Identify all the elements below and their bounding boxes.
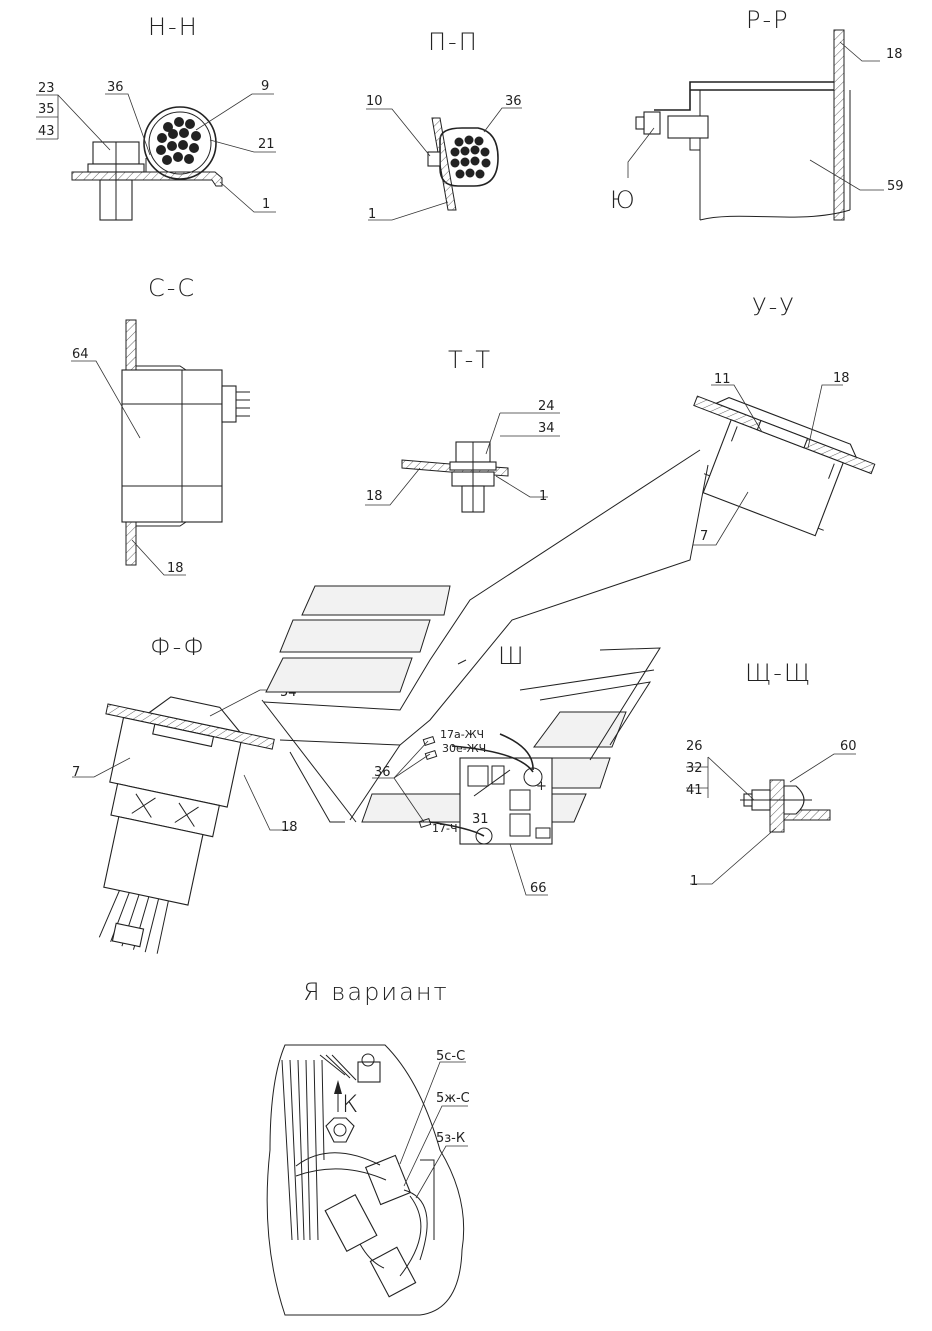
section-uu-title: У-У <box>752 293 796 321</box>
wire-label-30e: 30е-ЖЧ <box>442 742 486 755</box>
tt-label-18: 18 <box>366 489 383 504</box>
section-nn-title: Н-Н <box>148 13 199 41</box>
variant-label-5s: 5с-С <box>436 1049 465 1064</box>
rr-component <box>699 90 851 221</box>
center-label-plus: + <box>536 779 547 794</box>
ss-switch-body <box>121 369 223 523</box>
uu-label-11: 11 <box>714 372 731 387</box>
tt-label-1: 1 <box>539 489 547 504</box>
center-label-31: 31 <box>472 812 489 827</box>
nn-clamp <box>143 106 217 180</box>
nn-label-23: 23 <box>38 81 55 96</box>
section-ss: С-С 64 18 <box>71 274 250 576</box>
nn-plate <box>71 171 223 187</box>
pp-label-1: 1 <box>368 207 376 222</box>
ss-connector <box>221 385 237 423</box>
ff-plug <box>103 816 204 906</box>
variant-view: Я вариант К 5с-С 5ж-С 5з-К <box>266 978 470 1316</box>
nn-label-1: 1 <box>262 197 270 212</box>
indicator-window-1 <box>301 585 451 616</box>
sch-label-60: 60 <box>840 739 857 754</box>
connector-5z <box>369 1246 417 1298</box>
ss-label-64: 64 <box>72 347 89 362</box>
nn-wire-bundle <box>156 117 201 165</box>
wire-label-17a: 17а-ЖЧ <box>440 728 484 741</box>
rr-label-18: 18 <box>886 47 903 62</box>
pp-plate <box>431 117 457 211</box>
sch-bracket <box>769 779 785 833</box>
sch-label-41: 41 <box>686 783 703 798</box>
pp-fastener <box>427 151 441 167</box>
section-rr: Р-Р 18 Ю 59 <box>610 6 904 221</box>
nn-label-9: 9 <box>261 79 269 94</box>
wire-17a <box>499 733 534 771</box>
sch-label-32: 32 <box>686 761 703 776</box>
rr-bracket <box>654 81 834 111</box>
sch-label-1: 1 <box>690 874 698 889</box>
connector-5s <box>364 1154 412 1206</box>
pp-label-36: 36 <box>505 94 522 109</box>
rr-mount <box>667 115 709 139</box>
nn-label-36: 36 <box>107 80 124 95</box>
variant-label-5z: 5з-К <box>436 1131 465 1146</box>
rr-panel <box>833 29 845 221</box>
connector-5zh <box>324 1193 378 1253</box>
ff-label-7: 7 <box>72 765 80 780</box>
center-label-66: 66 <box>530 881 547 896</box>
pp-label-10: 10 <box>366 94 383 109</box>
indicator-window-2 <box>279 619 431 653</box>
indicator-window-4 <box>533 711 627 748</box>
section-pp-title: П-П <box>428 28 479 56</box>
section-nn: Н-Н 23 35 43 36 9 21 1 <box>36 13 276 221</box>
section-sch: Щ-Щ 26 32 41 60 1 <box>686 659 857 889</box>
nn-label-43: 43 <box>38 124 55 139</box>
pp-wire-bundle <box>450 135 491 179</box>
section-ff-title: Ф-Ф <box>150 633 206 661</box>
section-ss-title: С-С <box>148 274 196 302</box>
variant-bolt <box>357 1061 381 1083</box>
wire-label-17: 17-Ч <box>432 822 458 835</box>
center-view: 31 + Ш 17а-ЖЧ 30е-ЖЧ 17-Ч 36 66 <box>261 449 709 896</box>
tt-label-34: 34 <box>538 421 555 436</box>
center-label-36: 36 <box>374 765 391 780</box>
section-ff: Ф-Ф 54 7 18 <box>72 633 298 954</box>
section-tt: Т-Т 24 34 18 1 <box>365 346 560 513</box>
nn-label-35: 35 <box>38 102 55 117</box>
variant-label-5zh: 5ж-С <box>436 1091 470 1106</box>
variant-boundary <box>266 1044 465 1316</box>
section-sch-title: Щ-Щ <box>745 659 812 687</box>
ff-label-18: 18 <box>281 820 298 835</box>
center-view-mark: Ш <box>498 642 526 670</box>
variant-nut <box>325 1117 355 1143</box>
section-rr-title: Р-Р <box>746 6 790 34</box>
section-pp: П-П 10 36 1 <box>366 28 522 222</box>
ss-label-18: 18 <box>167 561 184 576</box>
indicator-window-3 <box>265 657 413 693</box>
nn-label-21: 21 <box>258 137 275 152</box>
section-uu: У-У 11 18 7 <box>693 293 876 546</box>
sch-label-26: 26 <box>686 739 703 754</box>
section-tt-title: Т-Т <box>448 346 492 374</box>
rr-label-59: 59 <box>887 179 904 194</box>
uu-label-7: 7 <box>700 529 708 544</box>
sch-panel <box>783 809 831 821</box>
variant-view-mark: К <box>342 1090 360 1118</box>
rr-label-yu: Ю <box>610 186 637 214</box>
variant-title: Я вариант <box>303 978 449 1006</box>
uu-label-18: 18 <box>833 371 850 386</box>
tt-label-24: 24 <box>538 399 555 414</box>
